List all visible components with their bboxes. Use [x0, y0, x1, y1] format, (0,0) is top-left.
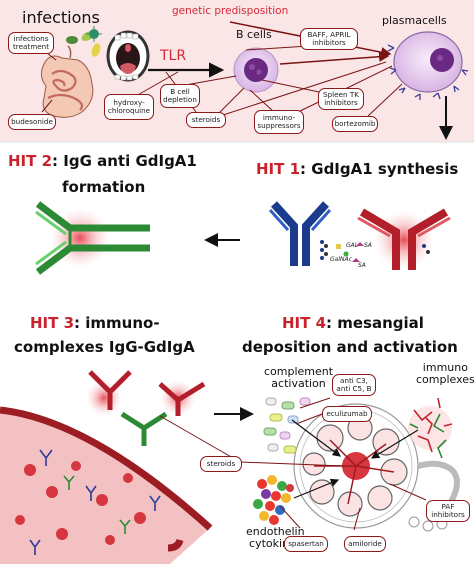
complement-fragments-icon — [263, 397, 311, 454]
mouth-icon — [106, 30, 150, 82]
hit2-title: : IgG anti GdIgA1 — [52, 152, 197, 170]
infections-treatment-box: infections treatment — [8, 32, 54, 54]
hit4-title: : mesangial — [326, 314, 424, 332]
eculizumab-box: eculizumab — [322, 406, 372, 422]
infections-label: infections — [22, 8, 100, 27]
paf-inhibitors-box: PAF inhibitors — [426, 500, 470, 522]
blood-vessel-icon — [0, 406, 213, 564]
hit1-title: : GdIgA1 synthesis — [300, 160, 459, 178]
hit1-number: HIT 1 — [256, 160, 301, 178]
plasmacells-label: plasmacells — [382, 14, 447, 27]
virus-icon — [86, 26, 102, 42]
hit1-heading: HIT 1: GdIgA1 synthesis — [256, 160, 458, 178]
hit3-title: : immuno- — [74, 314, 160, 332]
hit4-number: HIT 4 — [282, 314, 327, 332]
spasertan-box: spasertan — [284, 536, 328, 552]
sa-label: SA — [364, 242, 372, 249]
igg-antibody-green — [35, 201, 150, 275]
hydroxychloroquine-box: hydroxy- chloroquine — [104, 94, 154, 120]
cytokines-icon — [253, 475, 294, 525]
gal-label: GAL — [346, 242, 359, 249]
immunosuppressors-box: immuno- suppressors — [254, 110, 304, 134]
b-cell-depletion-box: B cell depletion — [160, 84, 200, 108]
amiloride-box: amiloride — [344, 536, 386, 552]
baff-april-box: BAFF, APRIL inhibitors — [300, 28, 358, 50]
hit4-heading-line2: deposition and activation — [242, 338, 458, 356]
hit2-heading-line2: formation — [62, 178, 146, 196]
b-cell-icon — [233, 47, 279, 93]
b-cells-label: B cells — [236, 28, 272, 41]
hit2-number: HIT 2 — [8, 152, 53, 170]
genetic-predisposition-label: genetic predisposition — [172, 5, 289, 17]
gdiga1-antibody-red — [357, 208, 451, 270]
steroids-bottom-box: steroids — [200, 456, 242, 472]
glomerulus-icon — [293, 403, 460, 532]
iga1-antibody-blue — [268, 201, 332, 266]
tlr-label: TLR — [160, 48, 187, 64]
plasma-cell-icon — [387, 31, 469, 100]
hit2-heading: HIT 2: IgG anti GdIgA1 — [8, 152, 197, 170]
hit4-heading: HIT 4: mesangial — [282, 314, 424, 332]
immune-complexes-label: immuno complexes — [416, 361, 474, 386]
sa2-label: SA — [358, 262, 366, 269]
bacteria-icon — [66, 31, 101, 57]
galnac-label: GalNAc — [330, 256, 352, 263]
immune-complex-icon — [86, 370, 206, 446]
hit3-heading: HIT 3: immuno- — [30, 314, 160, 332]
immune-complexes-cluster-icon — [408, 397, 453, 459]
complement-activation-label: complement activation — [264, 365, 334, 390]
hit3-heading-line2: complexes IgG-GdIgA — [14, 338, 195, 356]
budesonide-box: budesonide — [8, 114, 56, 130]
anti-c3-c5-box: anti C3, anti C5, B — [332, 374, 376, 396]
gdiga1-molecules — [320, 240, 364, 262]
bortezomib-box: bortezomib — [332, 116, 378, 132]
hit3-number: HIT 3 — [30, 314, 75, 332]
steroids-top-box: steroids — [186, 112, 226, 128]
spleen-tk-box: Spleen TK inhibitors — [318, 88, 364, 110]
